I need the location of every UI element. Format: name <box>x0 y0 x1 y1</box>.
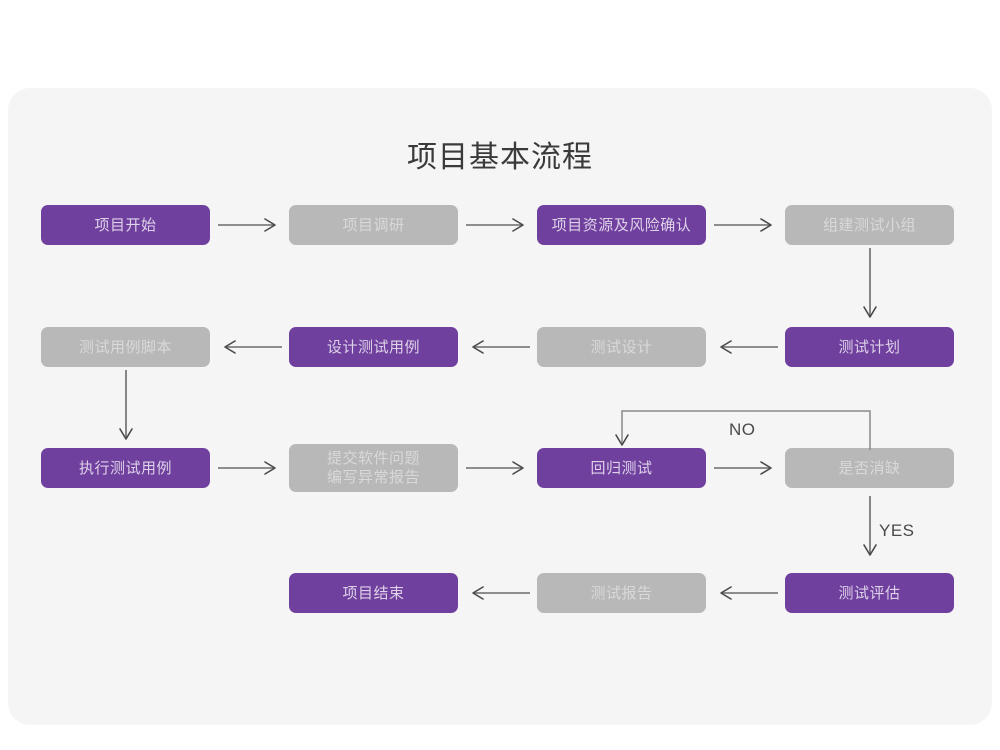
node-project-end[interactable]: 项目结束 <box>289 573 458 613</box>
node-label: 项目开始 <box>94 216 157 234</box>
node-test-case-script[interactable]: 测试用例脚本 <box>41 327 210 367</box>
node-submit-issue-write-report[interactable]: 提交软件问题 编写异常报告 <box>289 444 458 492</box>
edge-label-no: NO <box>729 420 756 439</box>
node-label: 提交软件问题 编写异常报告 <box>326 450 420 486</box>
edge-label-yes: YES <box>879 521 915 540</box>
node-project-research[interactable]: 项目调研 <box>289 205 458 245</box>
node-test-design[interactable]: 测试设计 <box>537 327 706 367</box>
node-label: 测试评估 <box>838 584 901 602</box>
node-regression-test[interactable]: 回归测试 <box>537 448 706 488</box>
page-title: 项目基本流程 <box>407 141 593 174</box>
node-project-start[interactable]: 项目开始 <box>41 205 210 245</box>
node-test-evaluation[interactable]: 测试评估 <box>785 573 954 613</box>
node-label: 执行测试用例 <box>78 459 172 477</box>
node-label: 测试用例脚本 <box>78 338 172 356</box>
node-form-test-team[interactable]: 组建测试小组 <box>785 205 954 245</box>
node-execute-test-case[interactable]: 执行测试用例 <box>41 448 210 488</box>
node-design-test-case[interactable]: 设计测试用例 <box>289 327 458 367</box>
diagram-card-background <box>8 88 992 725</box>
node-label: 回归测试 <box>590 459 653 477</box>
node-test-plan[interactable]: 测试计划 <box>785 327 954 367</box>
node-label: 组建测试小组 <box>822 216 916 234</box>
node-test-report[interactable]: 测试报告 <box>537 573 706 613</box>
node-label: 测试报告 <box>590 584 653 602</box>
node-label: 项目调研 <box>342 216 405 234</box>
node-label: 设计测试用例 <box>326 338 420 356</box>
node-defect-resolved-decision[interactable]: 是否消缺 <box>785 448 954 488</box>
node-label: 测试计划 <box>838 338 901 356</box>
node-label: 是否消缺 <box>838 459 901 477</box>
node-label: 项目结束 <box>342 584 405 602</box>
node-resource-risk-confirm[interactable]: 项目资源及风险确认 <box>537 205 706 245</box>
node-label: 测试设计 <box>590 338 653 356</box>
node-label: 项目资源及风险确认 <box>551 216 692 234</box>
